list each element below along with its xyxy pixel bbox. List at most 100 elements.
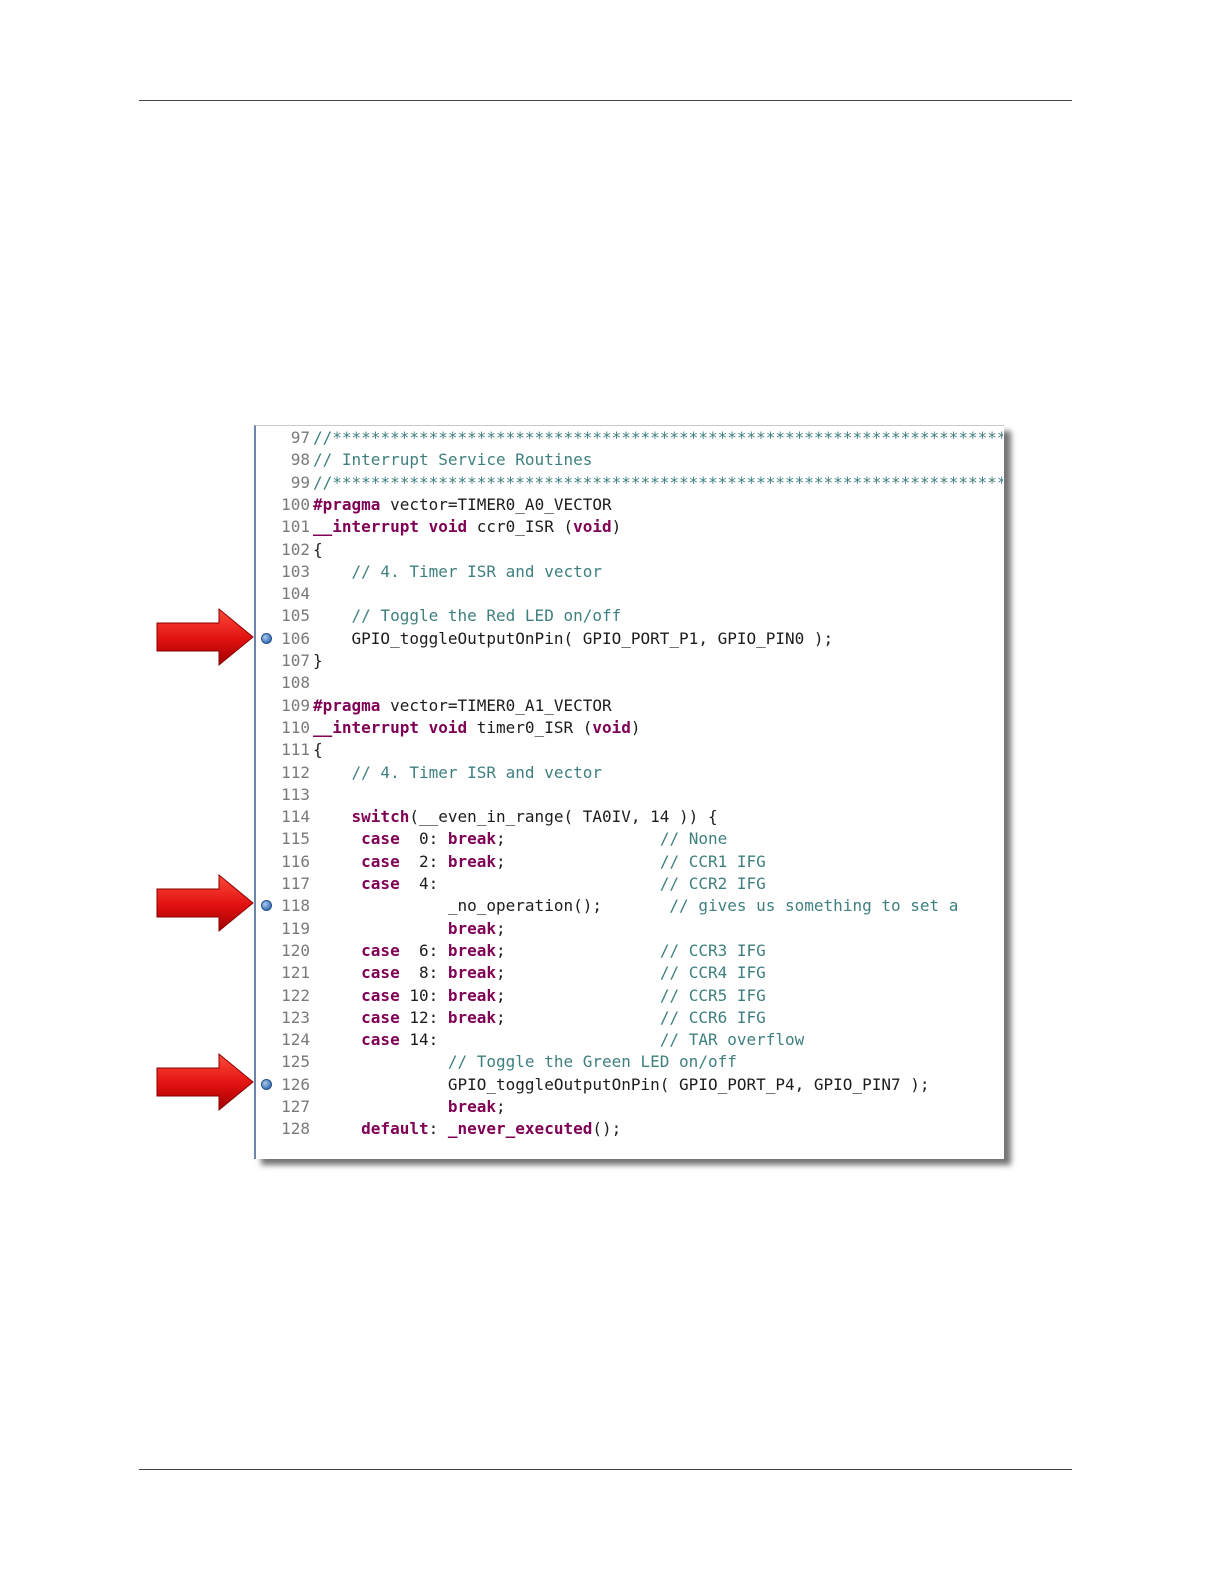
code-token: ; [496,940,506,960]
code-token: 4: [399,874,439,893]
code-keyword: break [447,851,497,871]
code-text: } [313,650,1003,672]
code-text: #pragma vector=TIMER0_A1_VECTOR [313,695,1003,717]
line-number: 97 [290,428,310,447]
line-number: 98 [290,450,310,470]
code-token: (__even_in_range( TA0IV, 14 )) { [409,807,718,827]
code-token: 6: [399,940,448,960]
code-text: case 14: // TAR overflow [313,1029,1003,1051]
code-keyword: break [447,985,497,1005]
line-number: 124 [281,1030,310,1050]
code-token: ; [496,829,506,849]
code-text: case 12: break; // CCR6 IFG [313,1007,1003,1029]
code-keyword: case [313,874,400,893]
code-keyword: void [592,717,631,737]
code-token: ; [496,963,506,983]
line-number: 127 [281,1097,310,1116]
code-comment: //**************************************… [313,472,1003,492]
code-text: case 0: break; // None [313,828,1003,850]
code-keyword: _never_executed [447,1119,593,1139]
breakpoint-icon[interactable] [261,1078,272,1090]
code-text: #pragma vector=TIMER0_A0_VECTOR [313,494,1003,516]
code-keyword: __interrupt void [313,717,468,737]
code-keyword: default [313,1119,429,1139]
code-text: // Toggle the Red LED on/off [313,605,1003,627]
code-text: // 4. Timer ISR and vector [313,762,1003,784]
code-text: //**************************************… [313,472,1003,494]
code-comment: // CCR4 IFG [505,963,766,983]
code-comment: //**************************************… [313,428,1003,447]
line-number: 112 [281,762,310,782]
code-comment: // CCR2 IFG [438,874,766,893]
red-arrow-icon [156,873,254,933]
code-comment: // gives us something to set a [669,896,959,916]
code-token: (); [592,1119,622,1139]
code-token: ; [496,851,506,871]
code-token: ; [496,1007,506,1027]
code-text: { [313,739,1003,761]
code-text: { [313,539,1003,561]
code-token: 8: [399,963,448,983]
code-text: GPIO_toggleOutputOnPin( GPIO_PORT_P1, GP… [313,628,1003,650]
line-number: 114 [281,807,310,827]
code-text: //**************************************… [313,427,1003,449]
code-keyword: case [313,985,400,1005]
code-token: ; [496,985,506,1005]
code-text: case 4: // CCR2 IFG [313,873,1003,895]
line-number: 109 [281,695,310,715]
line-number: 116 [281,851,310,871]
code-comment: // Toggle the Green LED on/off [313,1052,737,1072]
code-keyword: break [313,918,497,938]
code-keyword: void [573,517,612,537]
code-token: 2: [399,851,448,871]
code-comment: // CCR6 IFG [505,1007,766,1027]
code-token: _no_operation(); [313,896,670,916]
code-keyword: switch [313,807,410,827]
line-number: 104 [281,584,310,604]
line-number: 107 [281,651,310,670]
code-token: ; [496,1097,506,1116]
code-keyword: break [447,940,497,960]
line-number: 106 [281,628,310,648]
code-token: ) [611,517,622,537]
code-token: 12: [399,1007,448,1027]
code-text: case 8: break; // CCR4 IFG [313,962,1003,984]
line-number: 102 [281,539,310,559]
code-text: default: _never_executed(); [313,1118,1003,1140]
code-token: vector=TIMER0_A0_VECTOR [380,494,612,514]
code-text: _no_operation(); // gives us something t… [313,895,1003,917]
code-comment: // CCR3 IFG [505,940,766,960]
code-text: GPIO_toggleOutputOnPin( GPIO_PORT_P4, GP… [313,1074,1003,1096]
breakpoint-icon[interactable] [261,632,272,644]
line-number: 125 [281,1052,310,1072]
code-text: // Interrupt Service Routines [313,449,1003,471]
line-number: 110 [281,717,310,737]
code-token: ; [496,918,506,938]
breakpoint-icon[interactable] [261,900,272,912]
code-token: ccr0_ISR ( [467,517,574,537]
line-number: 108 [281,673,310,693]
code-token: { [313,539,323,559]
code-token: 0: [399,829,448,849]
code-text: case 6: break; // CCR3 IFG [313,940,1003,962]
footer-rule [139,1469,1072,1470]
line-number: 122 [281,985,310,1005]
code-keyword: case [313,851,400,871]
code-comment: // TAR overflow [438,1030,805,1050]
code-comment: // None [505,829,728,849]
code-token: ) [630,717,641,737]
line-number: 105 [281,606,310,626]
code-token: 14: [399,1030,439,1050]
code-text: __interrupt void ccr0_ISR (void) [313,516,1003,538]
code-comment: // CCR5 IFG [505,985,766,1005]
code-text: switch(__even_in_range( TA0IV, 14 )) { [313,806,1003,828]
code-text: case 10: break; // CCR5 IFG [313,985,1003,1007]
code-keyword: break [447,1007,497,1027]
code-keyword: break [447,829,497,849]
code-token: { [313,740,323,760]
code-keyword: #pragma [313,695,381,715]
line-number: 121 [281,963,310,983]
line-number: 113 [281,784,310,804]
line-number: 120 [281,940,310,960]
code-keyword: case [313,940,400,960]
